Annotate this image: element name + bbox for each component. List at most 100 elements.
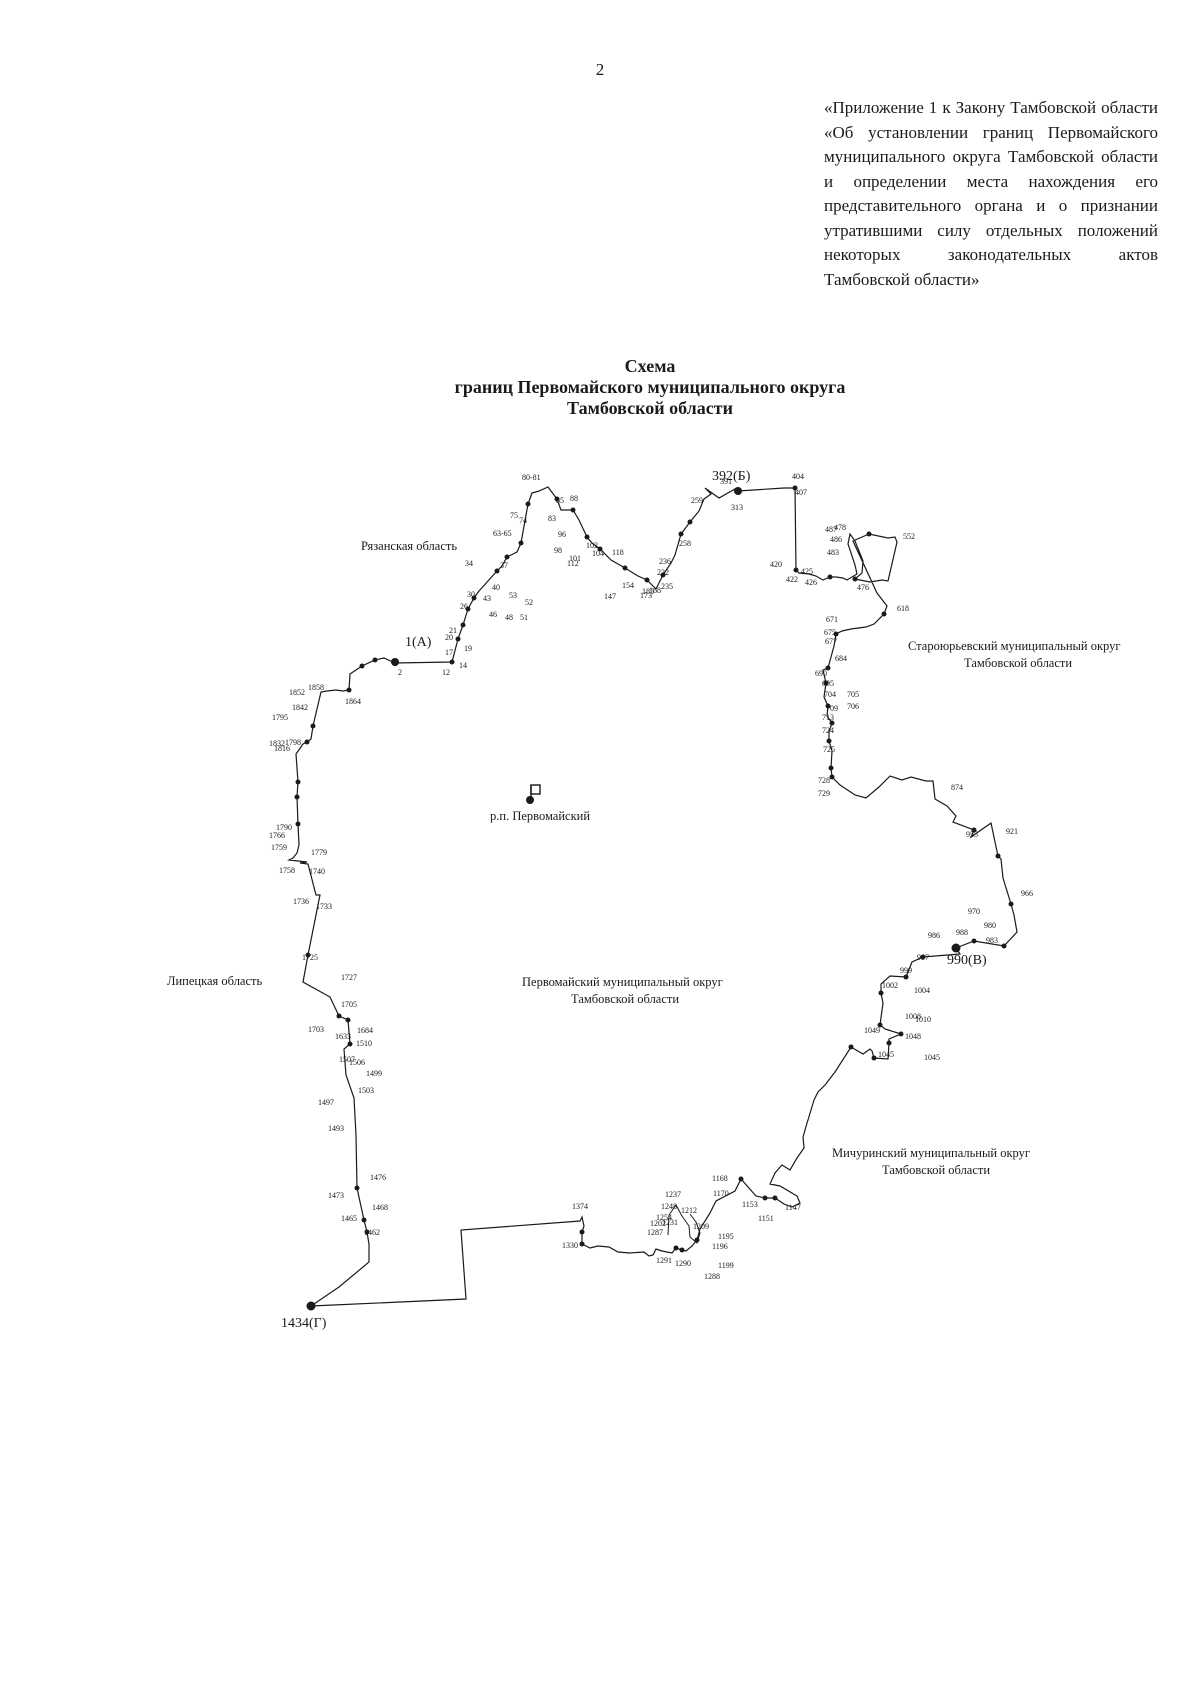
point-label: 874 bbox=[951, 783, 963, 792]
point-label: 1199 bbox=[718, 1261, 734, 1270]
point-label: 999 bbox=[900, 966, 912, 975]
major-point-g: 1434(Г) bbox=[281, 1316, 327, 1331]
point-label: 104 bbox=[592, 549, 604, 558]
point-label: 980 bbox=[984, 921, 996, 930]
point-1434-g bbox=[306, 1301, 316, 1311]
point-label: 51 bbox=[520, 613, 528, 622]
point-label: 98 bbox=[554, 546, 562, 555]
point-label: 259 bbox=[691, 496, 703, 505]
point-label: 1733 bbox=[316, 902, 332, 911]
point-label: 705 bbox=[847, 690, 859, 699]
point-label: 1004 bbox=[914, 986, 930, 995]
point-label: 1798 bbox=[285, 738, 301, 747]
region-pervomaisky-1: Первомайский муниципальный округ bbox=[522, 975, 723, 989]
point-label: 52 bbox=[525, 598, 533, 607]
point-label: 46 bbox=[489, 610, 497, 619]
center-flag-icon bbox=[530, 784, 541, 795]
point-label: 407 bbox=[795, 488, 807, 497]
point-label: 1212 bbox=[681, 1206, 697, 1215]
point-label: 21 bbox=[449, 626, 457, 635]
major-point-v: 990(В) bbox=[947, 953, 987, 968]
point-label: 1759 bbox=[271, 843, 287, 852]
point-label: 1633 bbox=[335, 1032, 351, 1041]
point-label: 48 bbox=[505, 613, 513, 622]
point-label: 986 bbox=[928, 931, 940, 940]
point-label: 476 bbox=[857, 583, 869, 592]
point-label: 102 bbox=[586, 541, 598, 550]
point-label: 43 bbox=[483, 594, 491, 603]
region-pervomaisky-2: Тамбовской области bbox=[571, 992, 679, 1006]
point-label: 1816 bbox=[274, 744, 290, 753]
point-label: 96 bbox=[558, 530, 566, 539]
point-label: 88 bbox=[570, 494, 578, 503]
point-label: 426 bbox=[805, 578, 817, 587]
point-label: 1010 bbox=[915, 1015, 931, 1024]
point-label: 1153 bbox=[742, 1200, 758, 1209]
point-label: 19 bbox=[464, 644, 472, 653]
point-label: 235 bbox=[661, 582, 673, 591]
point-label: 1497 bbox=[318, 1098, 334, 1107]
point-label: 675 bbox=[824, 628, 836, 637]
region-michurinsky-1: Мичуринский муниципальный округ bbox=[832, 1146, 1030, 1160]
point-label: 420 bbox=[770, 560, 782, 569]
point-label: 728 bbox=[818, 776, 830, 785]
point-label: 478 bbox=[834, 523, 846, 532]
point-label: 695 bbox=[822, 679, 834, 688]
point-label: 1758 bbox=[279, 866, 295, 875]
point-label: 671 bbox=[826, 615, 838, 624]
point-label: 704 bbox=[824, 690, 836, 699]
point-label: 1506 bbox=[349, 1058, 365, 1067]
point-label: 1209 bbox=[693, 1222, 709, 1231]
point-label: 1832 bbox=[269, 739, 285, 748]
point-label: 921 bbox=[1006, 827, 1018, 836]
point-label: 1465 bbox=[341, 1214, 357, 1223]
point-label: 313 bbox=[731, 503, 743, 512]
point-label: 1725 bbox=[302, 953, 318, 962]
point-label: 552 bbox=[903, 532, 915, 541]
point-label: 1842 bbox=[292, 703, 308, 712]
point-label: 729 bbox=[818, 789, 830, 798]
region-lipetsk: Липецкая область bbox=[167, 974, 262, 988]
point-label: 1168 bbox=[712, 1174, 728, 1183]
point-label: 404 bbox=[792, 472, 804, 481]
point-label: 1852 bbox=[289, 688, 305, 697]
point-label: 1493 bbox=[328, 1124, 344, 1133]
point-label: 970 bbox=[968, 907, 980, 916]
point-label: 684 bbox=[835, 654, 847, 663]
point-label: 83 bbox=[548, 514, 556, 523]
major-point-b: 392(Б) bbox=[712, 469, 751, 484]
point-label: 258 bbox=[679, 539, 691, 548]
point-label: 1231 bbox=[662, 1218, 678, 1227]
point-label: 713 bbox=[822, 713, 834, 722]
region-staroyurievsky-1: Староюрьевский муниципальный округ bbox=[908, 639, 1121, 653]
point-label: 983 bbox=[986, 936, 998, 945]
point-label: 1002 bbox=[882, 981, 898, 990]
point-label: 966 bbox=[1021, 889, 1033, 898]
point-label: 26 bbox=[460, 602, 468, 611]
point-label: 85 bbox=[556, 496, 564, 505]
page-number: 2 bbox=[595, 60, 605, 79]
point-label: 1290 bbox=[675, 1259, 691, 1268]
point-label: 53 bbox=[509, 591, 517, 600]
point-label: 1705 bbox=[341, 1000, 357, 1009]
point-label: 1049 bbox=[864, 1026, 880, 1035]
point-label: 1254 bbox=[656, 1213, 672, 1222]
point-990-v bbox=[951, 943, 961, 953]
point-label: 1740 bbox=[309, 867, 325, 876]
region-ryazan: Рязанская область bbox=[361, 539, 457, 553]
point-label: 1195 bbox=[718, 1232, 734, 1241]
point-label: 709 bbox=[826, 704, 838, 713]
point-label: 147 bbox=[604, 592, 616, 601]
point-label: 74 bbox=[519, 516, 527, 525]
point-label: 1684 bbox=[357, 1026, 373, 1035]
point-label: 63-65 bbox=[493, 529, 512, 538]
annex-reference: «Приложение 1 к Закону Тамбовской област… bbox=[824, 98, 1158, 289]
point-label: 1170 bbox=[713, 1189, 729, 1198]
point-label: 118 bbox=[612, 548, 624, 557]
point-label: 425 bbox=[801, 567, 813, 576]
point-label: 14 bbox=[459, 661, 467, 670]
point-label: 997 bbox=[917, 953, 929, 962]
point-label: 75 bbox=[510, 511, 518, 520]
